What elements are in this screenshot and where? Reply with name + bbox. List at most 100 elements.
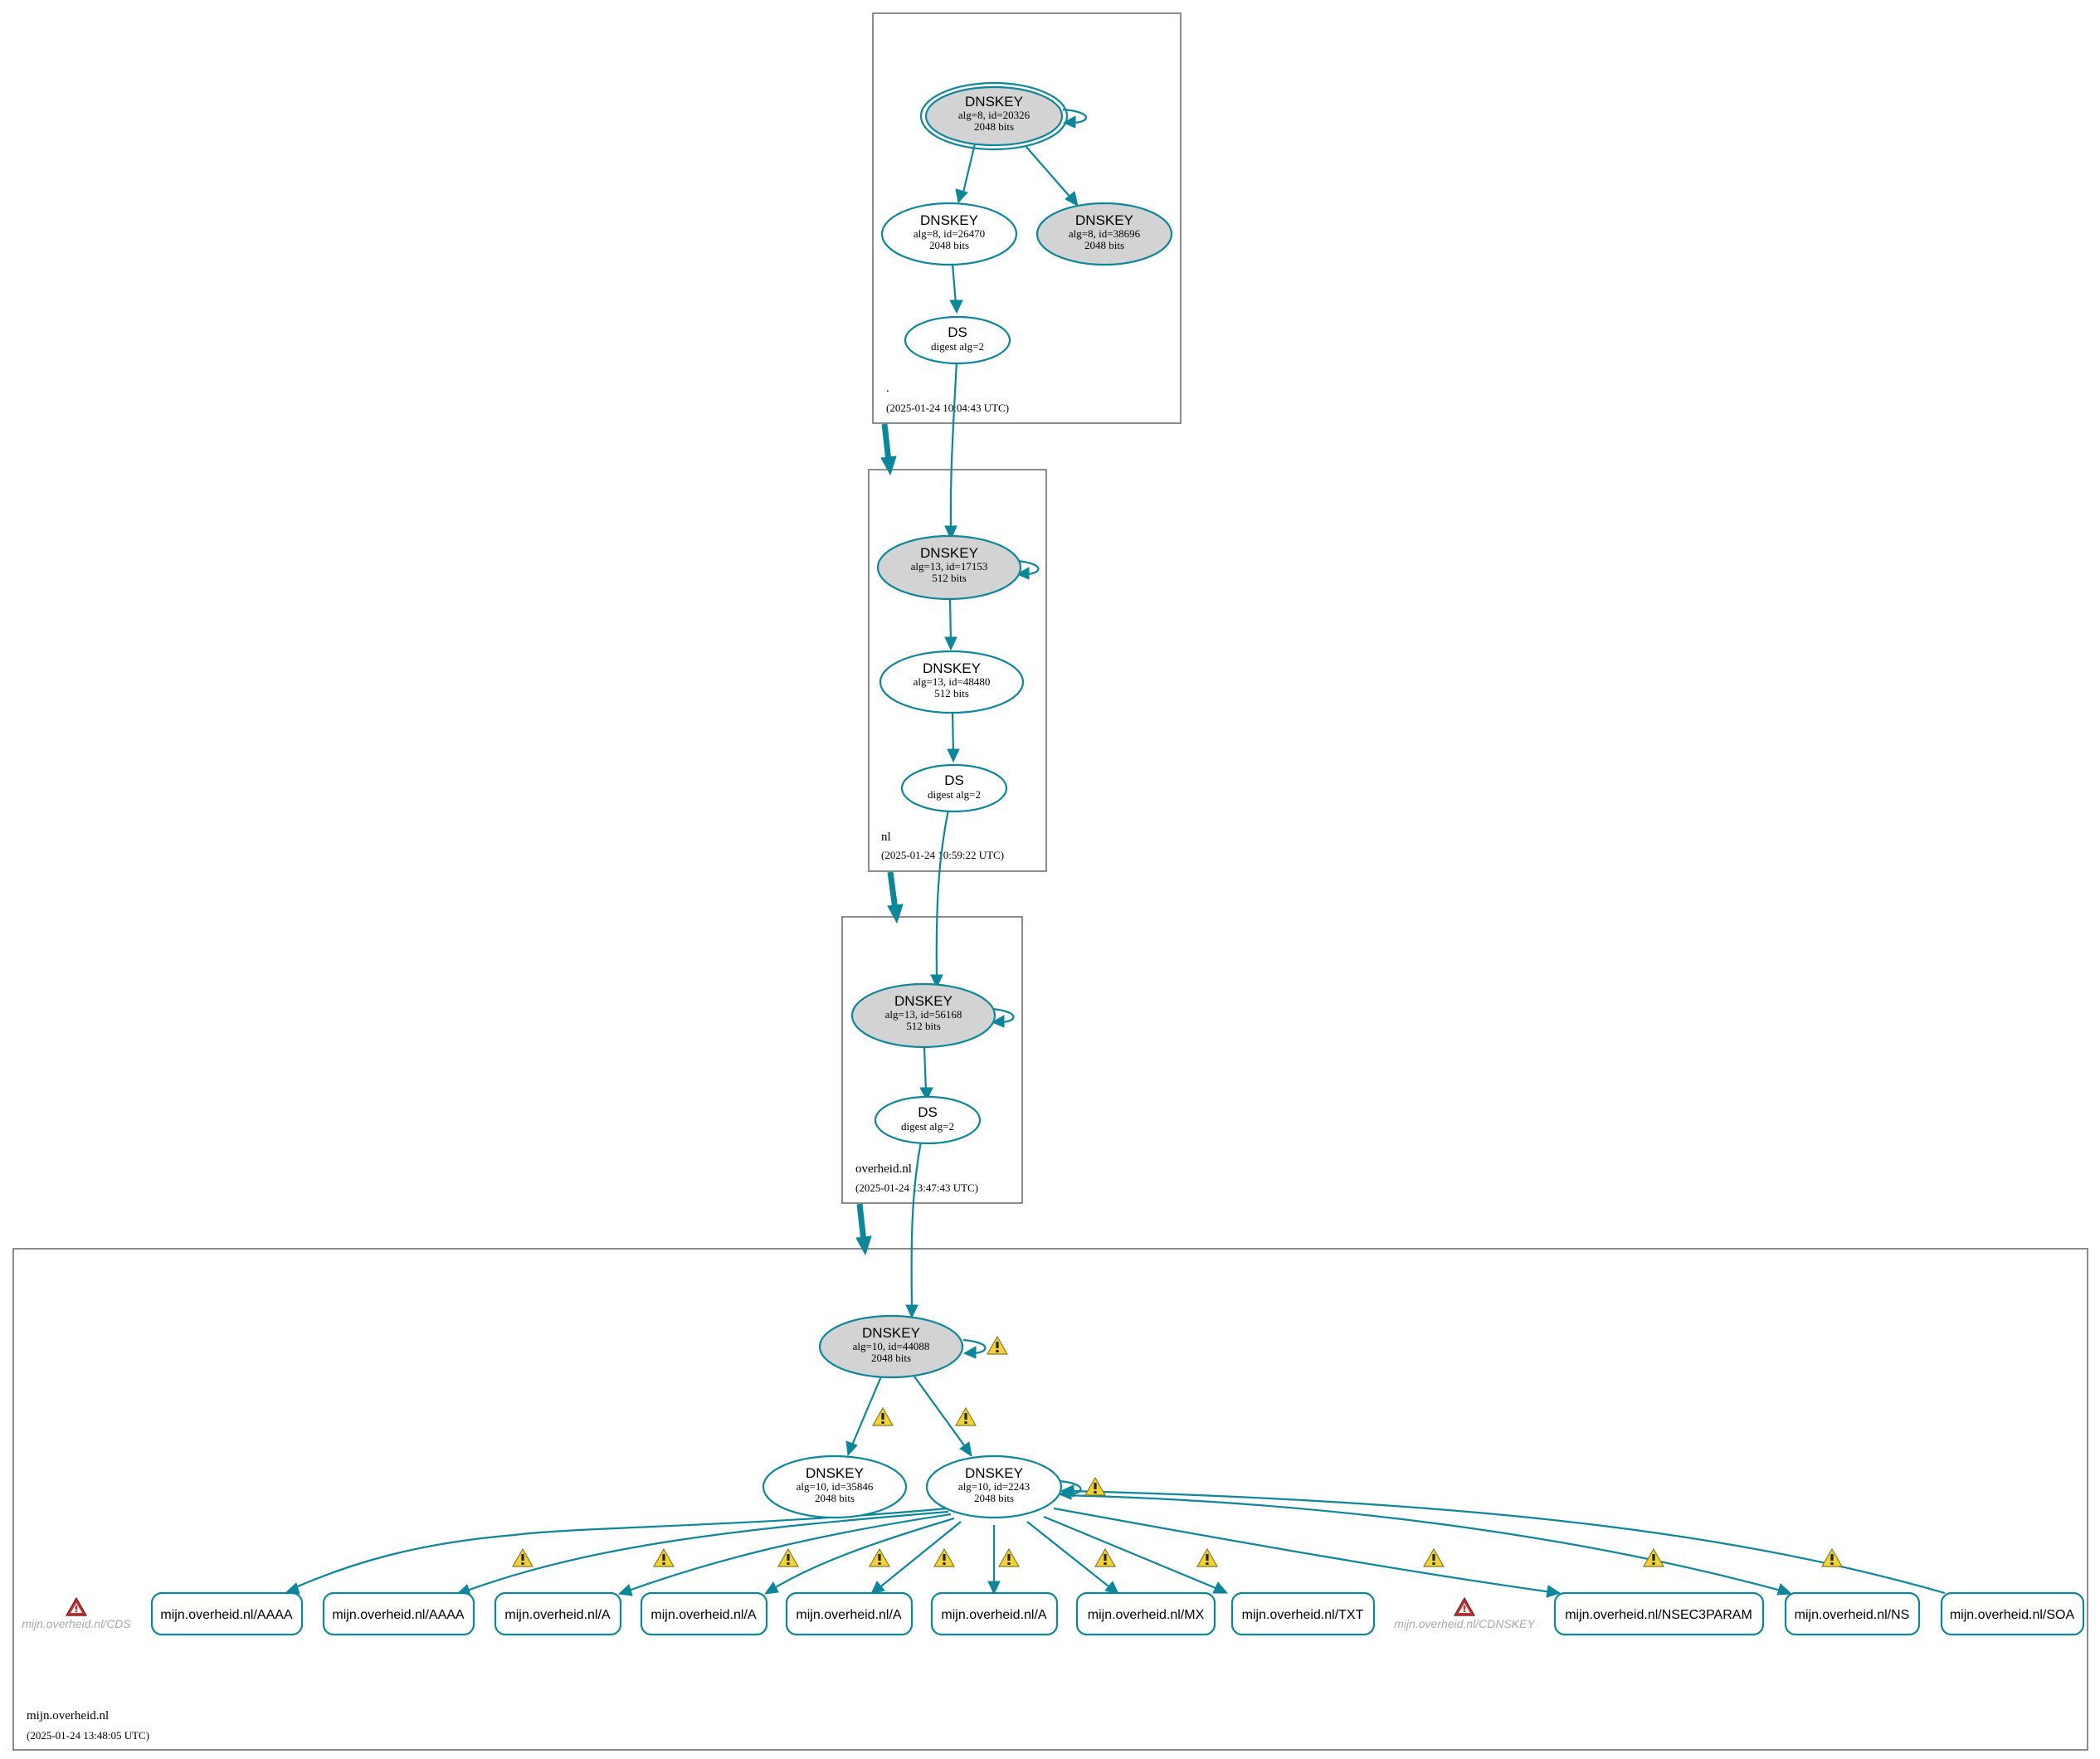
rrset-label: mijn.overheid.nl/MX (1088, 1608, 1205, 1622)
edge-signs-a-1 (626, 1513, 952, 1593)
edge-root-zsk1-ds (951, 263, 957, 305)
node-kind: DS (918, 1104, 938, 1120)
rrset-label: mijn.overheid.nl/AAAA (160, 1608, 293, 1622)
node-kind: DNSKEY (806, 1465, 864, 1481)
rrset-node[interactable]: mijn.overheid.nl/AAAA (150, 1591, 304, 1636)
dnskey-nl-zsk-node[interactable]: DNSKEY alg=13, id=48480 512 bits (879, 650, 1025, 714)
node-detail: alg=10, id=2243 (958, 1480, 1030, 1493)
ds-root-node[interactable]: DS digest alg=2 (904, 315, 1011, 365)
edge-signs-aaaa-1 (291, 1507, 948, 1591)
edge-signs-soa (1069, 1489, 1946, 1595)
edge-mijn-ksk-zsk1 (850, 1376, 883, 1448)
node-detail: digest alg=2 (928, 788, 981, 801)
node-bits: 2048 bits (871, 1352, 911, 1364)
dnskey-root-ksk-node[interactable]: DNSKEY alg=8, id=20326 2048 bits (919, 81, 1069, 151)
edge-signs-a-2 (771, 1517, 955, 1591)
node-detail: alg=8, id=20326 (958, 109, 1031, 121)
edge-root-ds-nl-ksk (949, 359, 958, 532)
zone-time-nl: (2025-01-24 10:59:22 UTC) (881, 849, 1004, 861)
missing-cdnskey-label: mijn.overheid.nl/CDNSKEY (1394, 1617, 1536, 1630)
node-detail: alg=8, id=38696 (1069, 227, 1141, 240)
edge-delegation-nl-overheid (887, 871, 899, 910)
node-kind: DS (948, 324, 967, 340)
rrset-label: mijn.overheid.nl/A (504, 1608, 611, 1622)
edge-ov-ksk-ds (923, 1046, 928, 1093)
rrset-node[interactable]: mijn.overheid.nl/A (494, 1591, 622, 1636)
node-bits: 2048 bits (1084, 239, 1124, 251)
rrset-label: mijn.overheid.nl/NS (1795, 1608, 1910, 1622)
node-kind: DNSKEY (894, 993, 953, 1009)
rrset-row: mijn.overheid.nl/AAAA mijn.overheid.nl/A… (150, 1591, 2085, 1636)
node-detail: digest alg=2 (901, 1120, 954, 1133)
dnskey-nl-ksk-node[interactable]: DNSKEY alg=13, id=17153 512 bits (876, 534, 1022, 601)
edge-nl-ksk-zsk (948, 598, 953, 642)
node-bits: 2048 bits (815, 1492, 855, 1504)
node-detail: digest alg=2 (931, 340, 984, 353)
rrset-label: mijn.overheid.nl/A (941, 1608, 1047, 1622)
rrset-node[interactable]: mijn.overheid.nl/TXT (1230, 1591, 1376, 1636)
rrset-node[interactable]: mijn.overheid.nl/A (640, 1591, 768, 1636)
zone-name-mijn: mijn.overheid.nl (27, 1709, 109, 1722)
rrset-label: mijn.overheid.nl/A (650, 1608, 757, 1622)
node-bits: 2048 bits (974, 120, 1014, 133)
node-bits: 512 bits (934, 687, 969, 699)
dnskey-root-zsk2-node[interactable]: DNSKEY alg=8, id=38696 2048 bits (1035, 202, 1173, 266)
zone-time-overheid: (2025-01-24 13:47:43 UTC) (855, 1182, 978, 1194)
dnskey-mijn-zsk2-node[interactable]: DNSKEY alg=10, id=2243 2048 bits (925, 1454, 1063, 1519)
rrset-label: mijn.overheid.nl/TXT (1242, 1608, 1364, 1622)
node-kind: DS (944, 772, 964, 788)
missing-cds-label: mijn.overheid.nl/CDS (22, 1617, 131, 1630)
nodes: DNSKEY alg=8, id=20326 2048 bits DNSKEY … (762, 81, 1173, 1519)
missing-cdnskey[interactable]: mijn.overheid.nl/CDNSKEY (1394, 1597, 1536, 1630)
dnskey-mijn-zsk1-node[interactable]: DNSKEY alg=10, id=35846 2048 bits (762, 1454, 908, 1519)
zone-time-mijn: (2025-01-24 13:48:05 UTC) (27, 1729, 149, 1742)
node-bits: 2048 bits (974, 1492, 1014, 1504)
dnskey-overheid-ksk-node[interactable]: DNSKEY alg=13, id=56168 512 bits (850, 982, 996, 1049)
edge-signs-txt (1043, 1515, 1221, 1591)
rrset-label: mijn.overheid.nl/AAAA (332, 1608, 465, 1622)
edge-ov-ds-mijn-ksk (910, 1141, 923, 1310)
node-kind: DNSKEY (1075, 212, 1133, 228)
zone-overheid: overheid.nl (2025-01-24 13:47:43 UTC) (841, 916, 1023, 1204)
rrset-label: mijn.overheid.nl/SOA (1950, 1608, 2075, 1622)
node-detail: alg=10, id=44088 (853, 1340, 930, 1352)
rrset-node[interactable]: mijn.overheid.nl/AAAA (322, 1591, 475, 1636)
node-kind: DNSKEY (965, 94, 1023, 110)
edge-mijn-ksk-zsk2 (914, 1376, 967, 1450)
node-detail: alg=13, id=17153 (911, 560, 988, 573)
node-detail: alg=10, id=35846 (797, 1480, 874, 1493)
ds-nl-node[interactable]: DS digest alg=2 (900, 763, 1008, 813)
rrset-node[interactable]: mijn.overheid.nl/MX (1075, 1591, 1216, 1636)
node-bits: 512 bits (906, 1020, 941, 1032)
edge-nl-ds-ov-ksk (935, 809, 950, 980)
edge-delegation-root-nl (881, 423, 892, 462)
zone-name-overheid: overheid.nl (855, 1162, 912, 1176)
rrset-node[interactable]: mijn.overheid.nl/SOA (1940, 1591, 2085, 1636)
rrset-node[interactable]: mijn.overheid.nl/A (930, 1591, 1059, 1636)
edge-delegation-overheid-mijn (856, 1203, 867, 1242)
node-kind: DNSKEY (965, 1465, 1023, 1481)
zone-name-nl: nl (881, 831, 891, 844)
node-bits: 2048 bits (929, 239, 969, 251)
edge-root-ksk-zsk2 (1025, 145, 1073, 200)
node-kind: DNSKEY (920, 545, 978, 561)
zone-name-root: . (886, 382, 889, 395)
node-detail: alg=13, id=56168 (885, 1008, 962, 1021)
rrset-node[interactable]: mijn.overheid.nl/A (785, 1591, 914, 1636)
node-detail: alg=13, id=48480 (914, 675, 991, 688)
rrset-node[interactable]: mijn.overheid.nl/NSEC3PARAM (1553, 1591, 1765, 1636)
node-bits: 512 bits (932, 572, 967, 584)
edge-signs-mx (1026, 1521, 1113, 1590)
edge-signs-aaaa-2 (464, 1510, 949, 1593)
rrset-label: mijn.overheid.nl/A (796, 1608, 902, 1622)
edge-signs-ns (1061, 1493, 1785, 1593)
ds-overheid-node[interactable]: DS digest alg=2 (874, 1095, 982, 1145)
rrset-label: mijn.overheid.nl/NSEC3PARAM (1565, 1608, 1752, 1622)
rrset-node[interactable]: mijn.overheid.nl/NS (1784, 1591, 1921, 1636)
dnskey-root-zsk1-node[interactable]: DNSKEY alg=8, id=26470 2048 bits (880, 202, 1018, 266)
dnskey-mijn-ksk-node[interactable]: DNSKEY alg=10, id=44088 2048 bits (818, 1314, 964, 1379)
missing-cds[interactable]: mijn.overheid.nl/CDS (22, 1597, 131, 1630)
zone-time-root: (2025-01-24 10:04:43 UTC) (886, 402, 1009, 414)
node-detail: alg=8, id=26470 (914, 227, 985, 240)
